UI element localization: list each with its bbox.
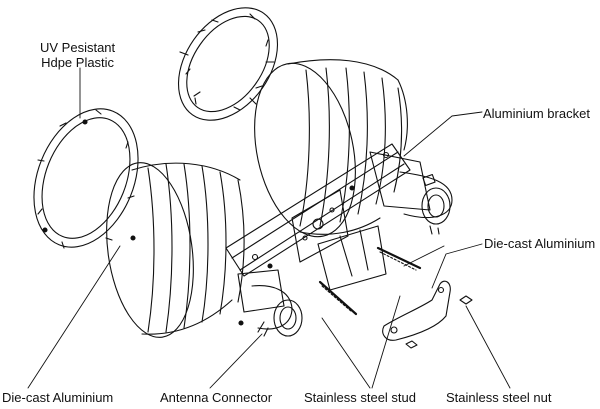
label-aluminium-bracket: Aluminium bracket [483,106,590,121]
label-stainless-steel-stud: Stainless steel stud [304,390,417,405]
front-connector-housing [237,263,303,337]
die-cast-u-clamp [382,280,451,341]
aluminium-bracket-plate [225,143,411,277]
rear-plastic-ring [177,7,279,121]
rear-connector-housing [369,151,453,235]
stainless-wing-nuts [405,295,473,349]
leader-lines [27,67,511,389]
label-uv-line2: Hdpe Plastic [41,55,115,70]
label-uv-resistant-plastic: UV Pesistant Hdpe Plastic [40,40,115,70]
label-uv-line1: UV Pesistant [40,40,116,55]
front-plastic-ring [33,108,139,249]
label-die-cast-aluminium-left: Die-cast Aluminium [2,390,114,405]
rear-die-cast-dish [254,59,408,238]
clamp-and-studs [317,225,422,316]
label-antenna-connector: Antenna Connector [160,390,273,405]
label-stainless-steel-nut: Stainless steel nut [446,390,552,405]
label-die-cast-aluminium-right: Die-cast Aluminium [484,236,596,251]
front-die-cast-dish [106,162,245,338]
